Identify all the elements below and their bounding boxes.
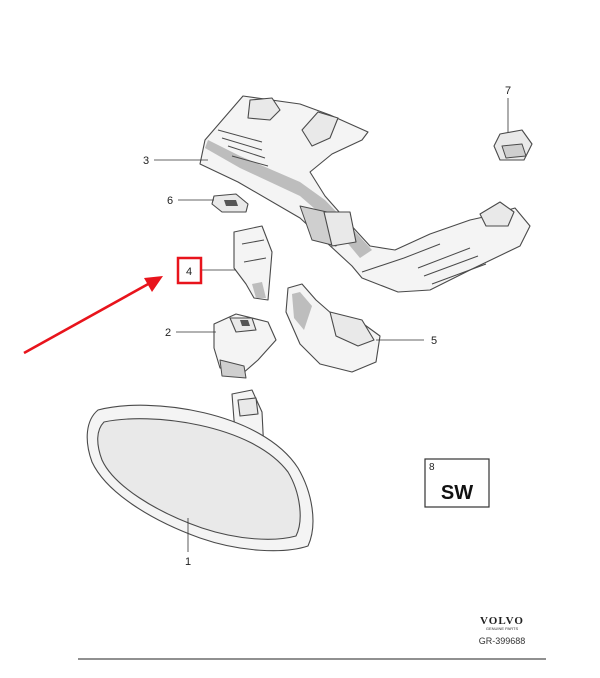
rear-view-mirror <box>86 389 314 552</box>
callout-1: 1 <box>185 556 191 568</box>
sensor-cover <box>285 283 381 373</box>
callout-6: 6 <box>167 195 173 207</box>
leader-lines <box>154 98 509 552</box>
sw-badge: 8 SW <box>424 458 490 508</box>
callout-5: 5 <box>431 335 437 347</box>
mounting-plate <box>233 225 273 301</box>
bracket-part <box>211 193 249 213</box>
callout-3: 3 <box>143 155 149 167</box>
brand-logo: VOLVO <box>480 615 524 627</box>
clip-part <box>493 129 533 161</box>
sw-badge-text: SW <box>441 482 473 504</box>
reference-number: GR-399688 <box>479 636 526 646</box>
brand-block: VOLVO GENUINE PARTS GR-399688 <box>479 615 526 646</box>
sw-badge-number: 8 <box>429 462 435 473</box>
callout-labels: 3 7 6 4 2 5 1 <box>143 85 511 568</box>
cover-housing <box>199 95 531 293</box>
callout-2: 2 <box>165 327 171 339</box>
mirror-mount <box>213 313 277 379</box>
callout-7: 7 <box>505 85 511 97</box>
pointer-arrow <box>23 276 163 355</box>
brand-tagline: GENUINE PARTS <box>486 626 519 631</box>
highlight-box <box>176 256 203 285</box>
callout-4: 4 <box>186 266 192 278</box>
